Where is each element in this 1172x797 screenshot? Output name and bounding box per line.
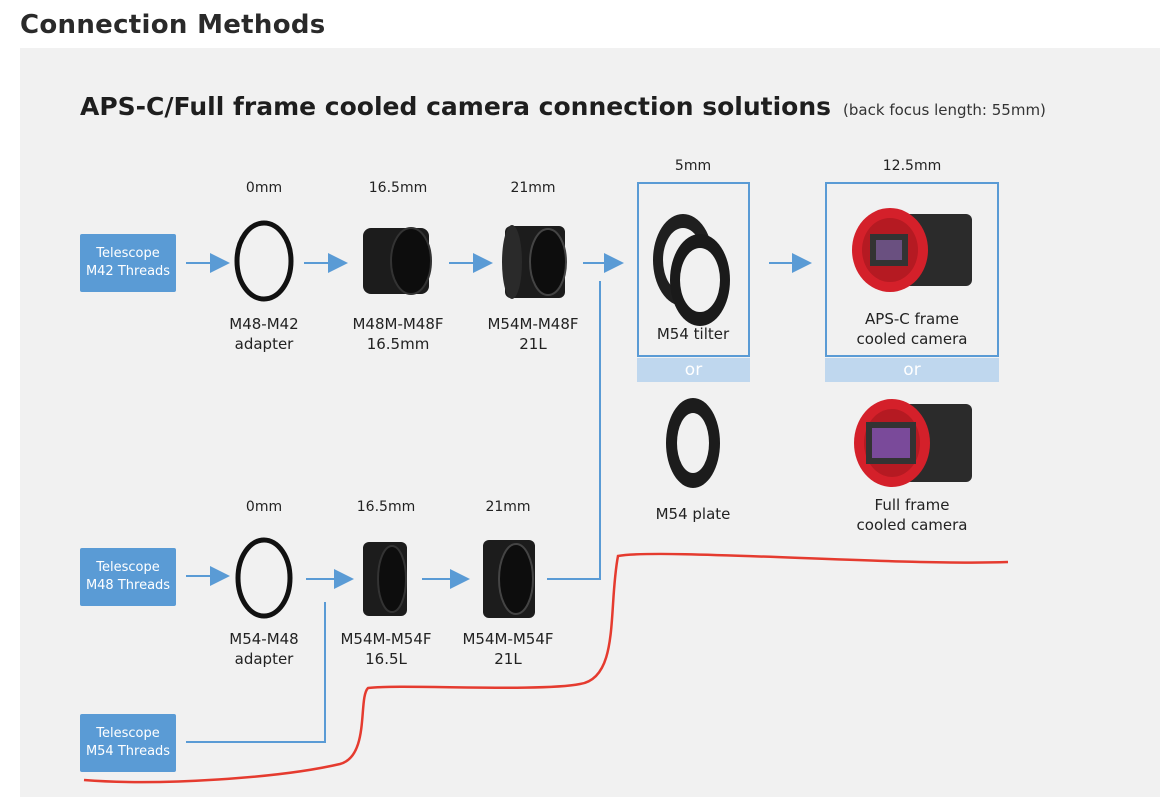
row1-ext1-length: 16.5mm [368,180,428,196]
tilter-or-bar: or [637,358,750,382]
row1-adapter-name-line2: adapter [234,335,294,353]
camera-frame [825,182,999,357]
row2-ext2-length: 21mm [485,499,531,515]
diagram-graphics [83,208,1009,784]
row1-ext2-name-line1: M54M-M48F [487,315,579,333]
telescope-m48-box: Telescope M48 Threads [80,548,176,606]
row2-ext1-tube [363,542,407,616]
row2-ext2-tube [483,540,535,618]
row2-adapter-ring [235,537,293,619]
tilter-name: M54 tilter [656,325,730,343]
row1-ext1-name-line1: M48M-M48F [352,315,444,333]
row2-ext1-name-line2: 16.5L [365,650,407,668]
telescope-m54-line1: Telescope [96,726,160,741]
annotation-line [83,552,1009,784]
row1-ext1-name: M48M-M48F 16.5mm [333,314,463,354]
diagram-title: APS-C/Full frame cooled camera connectio… [80,92,1046,121]
telescope-m42-box: Telescope M42 Threads [80,234,176,292]
row1-ext2-length: 21mm [510,180,556,196]
telescope-m54-box: Telescope M54 Threads [80,714,176,772]
row1-ext2-tube [502,225,567,299]
plate-name: M54 plate [655,505,731,523]
camera-or-bar: or [825,358,999,382]
row2-ext2-name-line1: M54M-M54F [462,630,554,648]
plate-part [666,398,720,488]
diagram-subtitle: (back focus length: 55mm) [843,101,1046,119]
fullframe-camera [854,399,972,487]
row1-adapter-length: 0mm [245,180,283,196]
row1-ext1-name-line2: 16.5mm [366,335,430,353]
row2-ext1-length: 16.5mm [356,499,416,515]
row2-adapter-name-line2: adapter [234,650,294,668]
fullframe-camera-name: Full frame cooled camera [847,495,977,535]
row2-adapter-name-line1: M54-M48 [229,630,299,648]
row2-ext2-name-line2: 21L [494,650,522,668]
row2-adapter-length: 0mm [245,499,283,515]
apsc-camera-name: APS-C frame cooled camera [847,309,977,349]
row1-ext2-name: M54M-M48F 21L [468,314,598,354]
diagram-panel: APS-C/Full frame cooled camera connectio… [20,48,1160,797]
row2-adapter-name: M54-M48 adapter [199,629,329,669]
row1-ext2-name-line2: 21L [519,335,547,353]
row1-adapter-name-line1: M48-M42 [229,315,299,333]
tilter-frame [637,182,750,357]
apsc-camera-name-line2: cooled camera [856,330,968,348]
connector-r2-up [547,281,601,580]
apsc-camera [852,208,972,292]
apsc-camera-name-line1: APS-C frame [865,310,959,328]
telescope-m42-line1: Telescope [96,246,160,261]
row2-ext1-name-line1: M54M-M54F [340,630,432,648]
telescope-m42-line2: M42 Threads [85,264,171,279]
row1-ext1-tube [363,227,432,295]
diagram-title-text: APS-C/Full frame cooled camera connectio… [80,92,832,121]
connector-m54 [186,602,326,743]
section-title: Connection Methods [20,10,326,40]
telescope-m54-line2: M54 Threads [85,744,171,759]
telescope-m48-line1: Telescope [96,560,160,575]
tilter-length: 5mm [674,158,712,174]
fullframe-camera-name-line2: cooled camera [856,516,968,534]
tilter-part [653,214,730,326]
telescope-m48-line2: M48 Threads [85,578,171,593]
fullframe-camera-name-line1: Full frame [874,496,950,514]
camera-length: 12.5mm [882,158,942,174]
row1-adapter-name: M48-M42 adapter [199,314,329,354]
row2-ext2-name: M54M-M54F 21L [443,629,573,669]
row2-ext1-name: M54M-M54F 16.5L [321,629,451,669]
row1-adapter-ring [234,220,294,302]
